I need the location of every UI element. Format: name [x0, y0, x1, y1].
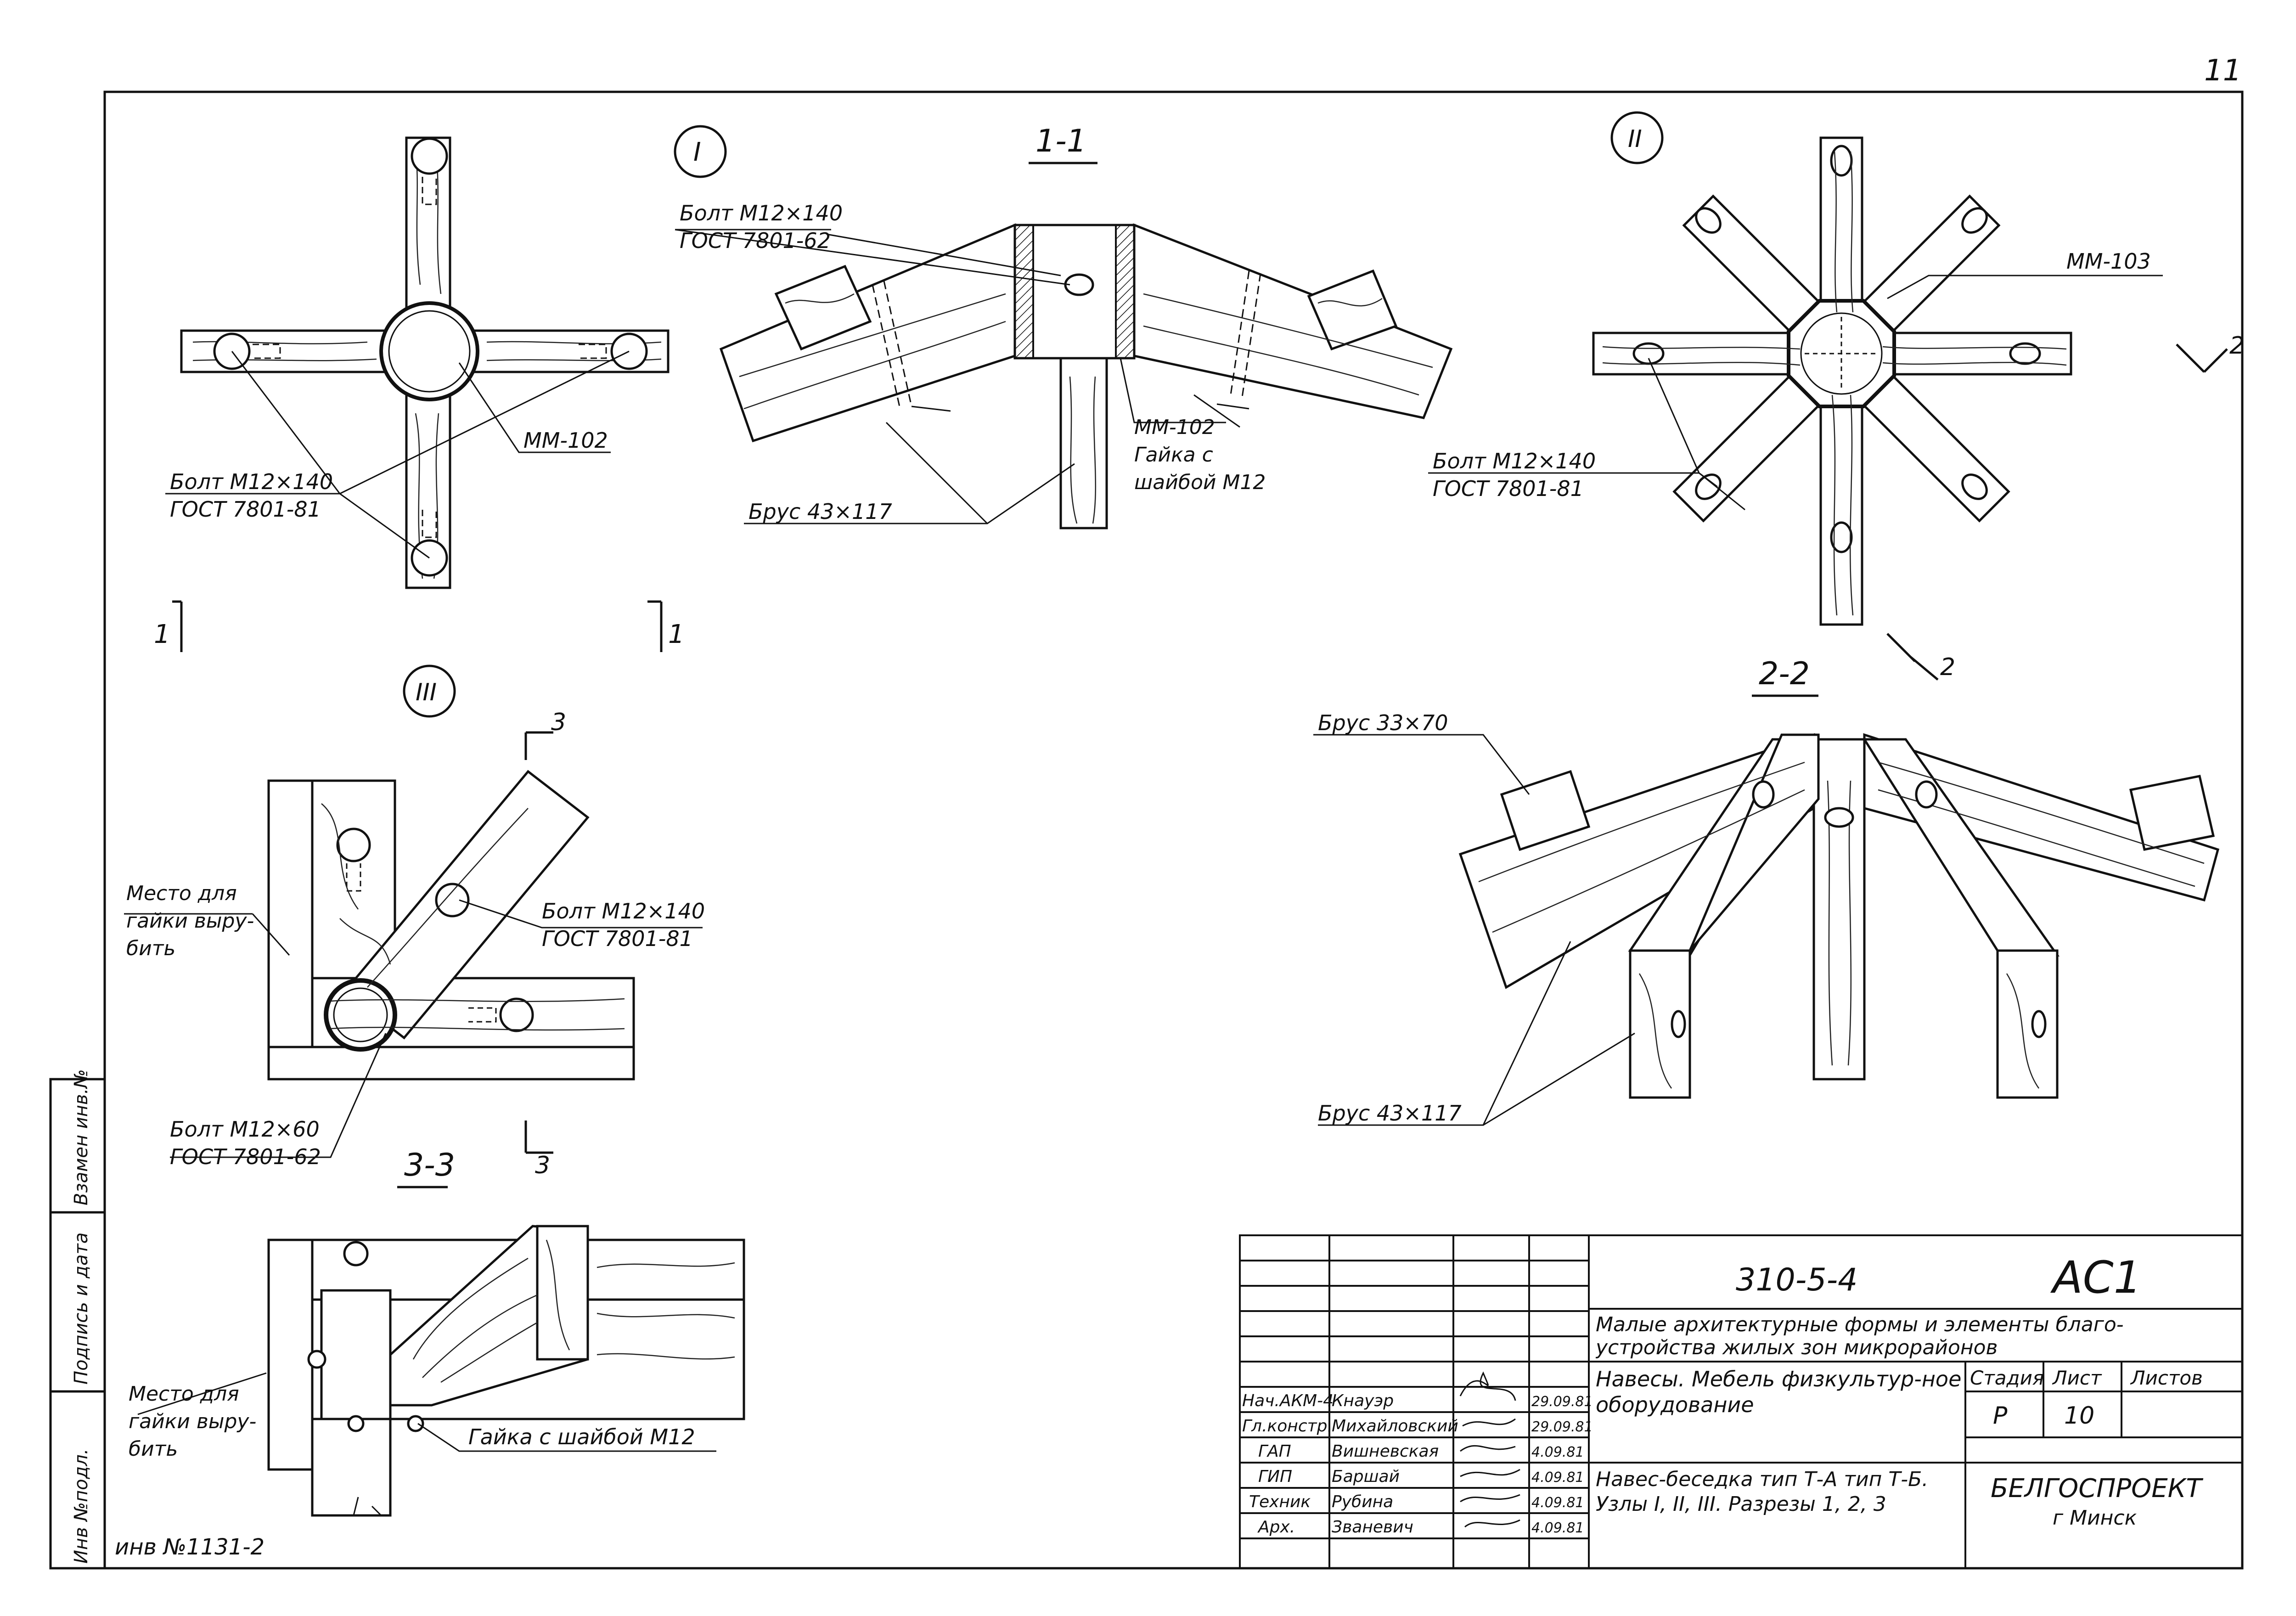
label-nut-place-1-l2: гайки выру- — [126, 909, 254, 933]
sig-role-1: Гл.констр. — [1242, 1417, 1333, 1436]
label-bolt-node1-l2: ГОСТ 7801-81 — [170, 497, 321, 522]
sheets-header: Листов — [2130, 1367, 2203, 1389]
sheet-frame — [103, 90, 2244, 1570]
section-1-drawing: 1-1 Болт М12×140 ГОСТ 7801-62 ММ-102 Гай… — [675, 123, 1453, 529]
sig-role-4: Техник — [1249, 1492, 1311, 1511]
node-3-label: III — [416, 679, 437, 706]
label-beam-33: Брус 33×70 — [1318, 710, 1448, 735]
label-nut-place-1-l3: бить — [126, 937, 175, 960]
section-1-title: 1-1 — [1035, 123, 1086, 159]
node-3-marker — [403, 664, 456, 718]
city: г Минск — [2053, 1506, 2137, 1530]
organization: БЕЛГОСПРОЕКТ — [1991, 1474, 2203, 1503]
series-title: Малые архитектурные формы и элементы бла… — [1596, 1313, 2124, 1359]
node-1-marker — [674, 125, 727, 178]
node-2-marker — [1610, 111, 1664, 164]
cut-mark-3-top: 3 — [551, 709, 566, 736]
section-2-title: 2-2 — [1759, 656, 1810, 692]
page-number: 11 — [2204, 54, 2241, 88]
node-1-label: I — [693, 137, 701, 167]
cut-mark-2-top: 2 — [2229, 332, 2245, 360]
stage-header: Стадия — [1970, 1367, 2044, 1389]
label-nut-washer-line: Гайка с шайбой М12 — [468, 1425, 695, 1449]
title-block: 310-5-4 АС1 Малые архитектурные формы и … — [1239, 1234, 2243, 1569]
sig-date-0: 29.09.81 — [1531, 1394, 1593, 1410]
sig-name-0: Кнауэр — [1332, 1391, 1394, 1410]
sig-date-1: 29.09.81 — [1531, 1419, 1593, 1435]
sig-role-0: Нач.АКМ-4 — [1242, 1391, 1334, 1410]
svg-text:Инв №подл.: Инв №подл. — [71, 1448, 92, 1564]
label-nut-place-1-l1: Место для — [126, 882, 237, 905]
node-2-drawing: 2 Болт М12×140 ГОСТ 7801-81 ММ-103 — [1428, 136, 2245, 626]
sheet-mark: АС1 — [2050, 1252, 2142, 1303]
label-bolt-60-l2: ГОСТ 7801-62 — [170, 1144, 321, 1169]
cut-mark-3-bottom: 3 — [535, 1152, 550, 1179]
label-bolt-node3-l1: Болт М12×140 — [542, 899, 705, 923]
svg-text:Взамен инв.№: Взамен инв.№ — [71, 1069, 92, 1205]
cut-mark-1-left: 1 — [154, 619, 170, 649]
sig-date-2: 4.09.81 — [1531, 1444, 1584, 1460]
label-bolt-node1-l1: Болт М12×140 — [170, 469, 333, 494]
section-3-title: 3-3 — [404, 1147, 455, 1183]
label-beam-sec2: Брус 43×117 — [1318, 1101, 1462, 1126]
label-nut-sec1-l1: Гайка с — [1134, 443, 1213, 467]
label-bolt-60-l1: Болт М12×60 — [170, 1117, 320, 1142]
svg-text:Подпись и дата: Подпись и дата — [71, 1233, 92, 1385]
label-nut-place-2-l1: Место для — [129, 1382, 239, 1406]
sig-role-3: ГИП — [1258, 1467, 1292, 1486]
sheet-value: 10 — [2064, 1402, 2094, 1430]
label-bolt-sec1-l1: Болт М12×140 — [680, 201, 843, 225]
drawing-code: 310-5-4 — [1736, 1262, 1857, 1298]
album-title: Навесы. Мебель физкультур-ное оборудован… — [1596, 1367, 1962, 1417]
stage-value: Р — [1993, 1402, 2008, 1430]
label-beam-sec1: Брус 43×117 — [748, 499, 892, 524]
label-nut-sec1-l2: шайбой М12 — [1134, 471, 1266, 494]
sig-name-5: Званевич — [1332, 1518, 1413, 1537]
node-1-drawing: 1 1 Болт М12×140 ГОСТ 7801-81 ММ-102 — [154, 136, 685, 652]
sig-role-2: ГАП — [1258, 1442, 1291, 1461]
inventory-number: инв №1131-2 — [115, 1534, 264, 1560]
signature-rows: Нач.АКМ-4 Кнауэр 29.09.81 Гл.констр. Мих… — [1242, 1391, 1593, 1537]
sig-name-2: Вишневская — [1332, 1442, 1439, 1461]
node-3-drawing: 3 3 Место для гайки выру- бить Болт М12×… — [124, 709, 705, 1188]
label-mm102-sec1: ММ-102 — [1134, 416, 1215, 439]
label-nut-place-2-l2: гайки выру- — [129, 1410, 256, 1433]
signature-scribbles — [1459, 1371, 1520, 1528]
side-stamp: Взамен инв.№ Подпись и дата Инв №подл. — [49, 1069, 106, 1570]
label-bolt-node2-l1: Болт М12×140 — [1433, 449, 1596, 473]
section-2-drawing: 2-2 2 Брус 33×70 Брус 43×117 — [1313, 633, 2220, 1126]
sheet-header: Лист — [2052, 1367, 2102, 1389]
sig-date-4: 4.09.81 — [1531, 1495, 1584, 1511]
label-nut-place-2-l3: бить — [129, 1437, 178, 1461]
cut-mark-1-right: 1 — [668, 619, 685, 649]
sig-role-5: Арх. — [1257, 1518, 1295, 1537]
sig-name-3: Баршай — [1332, 1467, 1400, 1486]
label-bolt-node3-l2: ГОСТ 7801-81 — [542, 926, 693, 951]
sig-date-5: 4.09.81 — [1531, 1520, 1584, 1536]
sheet-title: Навес-беседка тип Т-А тип Т-Б. Узлы I, I… — [1596, 1468, 1929, 1516]
label-bolt-sec1-l2: ГОСТ 7801-62 — [680, 228, 831, 253]
label-bolt-node2-l2: ГОСТ 7801-81 — [1433, 476, 1584, 501]
sig-name-1: Михайловский — [1332, 1417, 1458, 1436]
label-mm102-node1: ММ-102 — [523, 428, 608, 453]
sig-name-4: Рубина — [1332, 1492, 1393, 1511]
section-3-drawing: Место для гайки выру- бить Гайка с шайбо… — [129, 1225, 745, 1517]
sig-date-3: 4.09.81 — [1531, 1470, 1584, 1486]
label-mm103: ММ-103 — [2066, 249, 2151, 274]
cut-mark-2-bottom: 2 — [1940, 653, 1955, 681]
node-2-label: II — [1628, 125, 1642, 153]
